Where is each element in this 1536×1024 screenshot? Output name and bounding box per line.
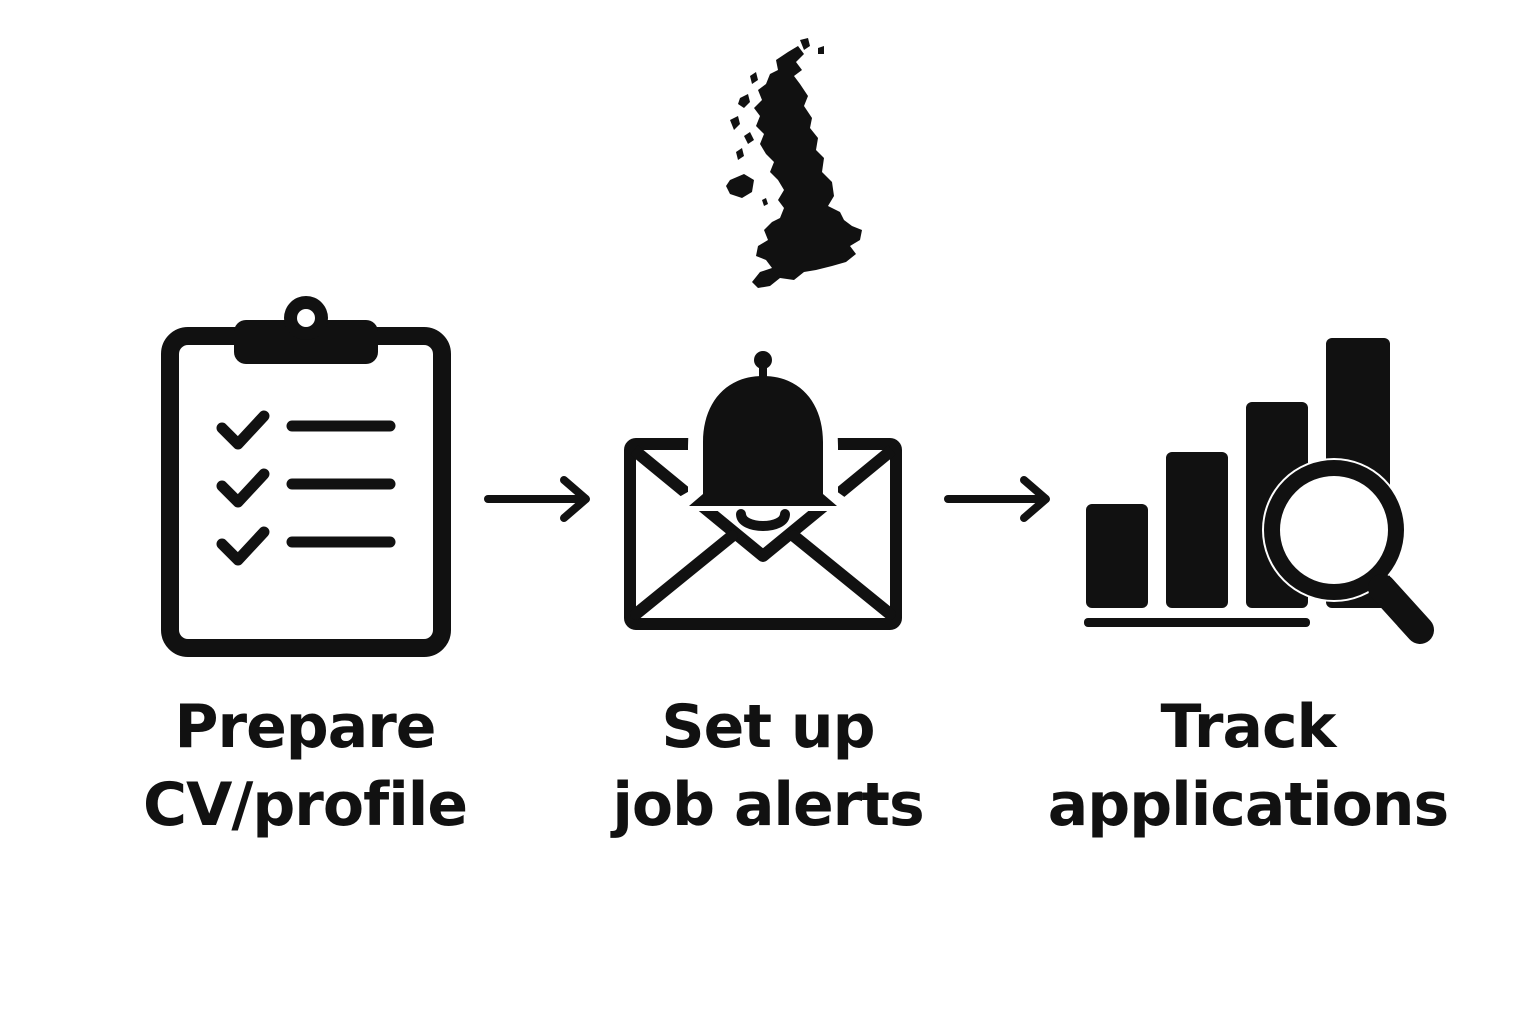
step-label-line2: CV/profile [142, 770, 468, 840]
step-label-line1: Track [1160, 692, 1337, 762]
clipboard-checklist-icon [160, 292, 452, 662]
step-1 [160, 292, 452, 662]
arrow-right-icon [484, 474, 594, 524]
step-2 [620, 346, 906, 636]
bar-chart-magnifier-icon [1080, 336, 1436, 648]
step-label-alerts: Set up job alerts [558, 688, 978, 844]
step-label-line2: applications [1047, 770, 1449, 840]
step-label-track: Track applications [1020, 688, 1476, 844]
envelope-bell-icon [620, 346, 906, 636]
arrow-right-icon [944, 474, 1054, 524]
step-label-prepare: Prepare CV/profile [100, 688, 510, 844]
step-label-line2: job alerts [612, 770, 924, 840]
step-label-line1: Prepare [174, 692, 437, 762]
step-3 [1080, 336, 1436, 648]
step-label-line1: Set up [661, 692, 875, 762]
uk-map-icon [700, 38, 880, 300]
